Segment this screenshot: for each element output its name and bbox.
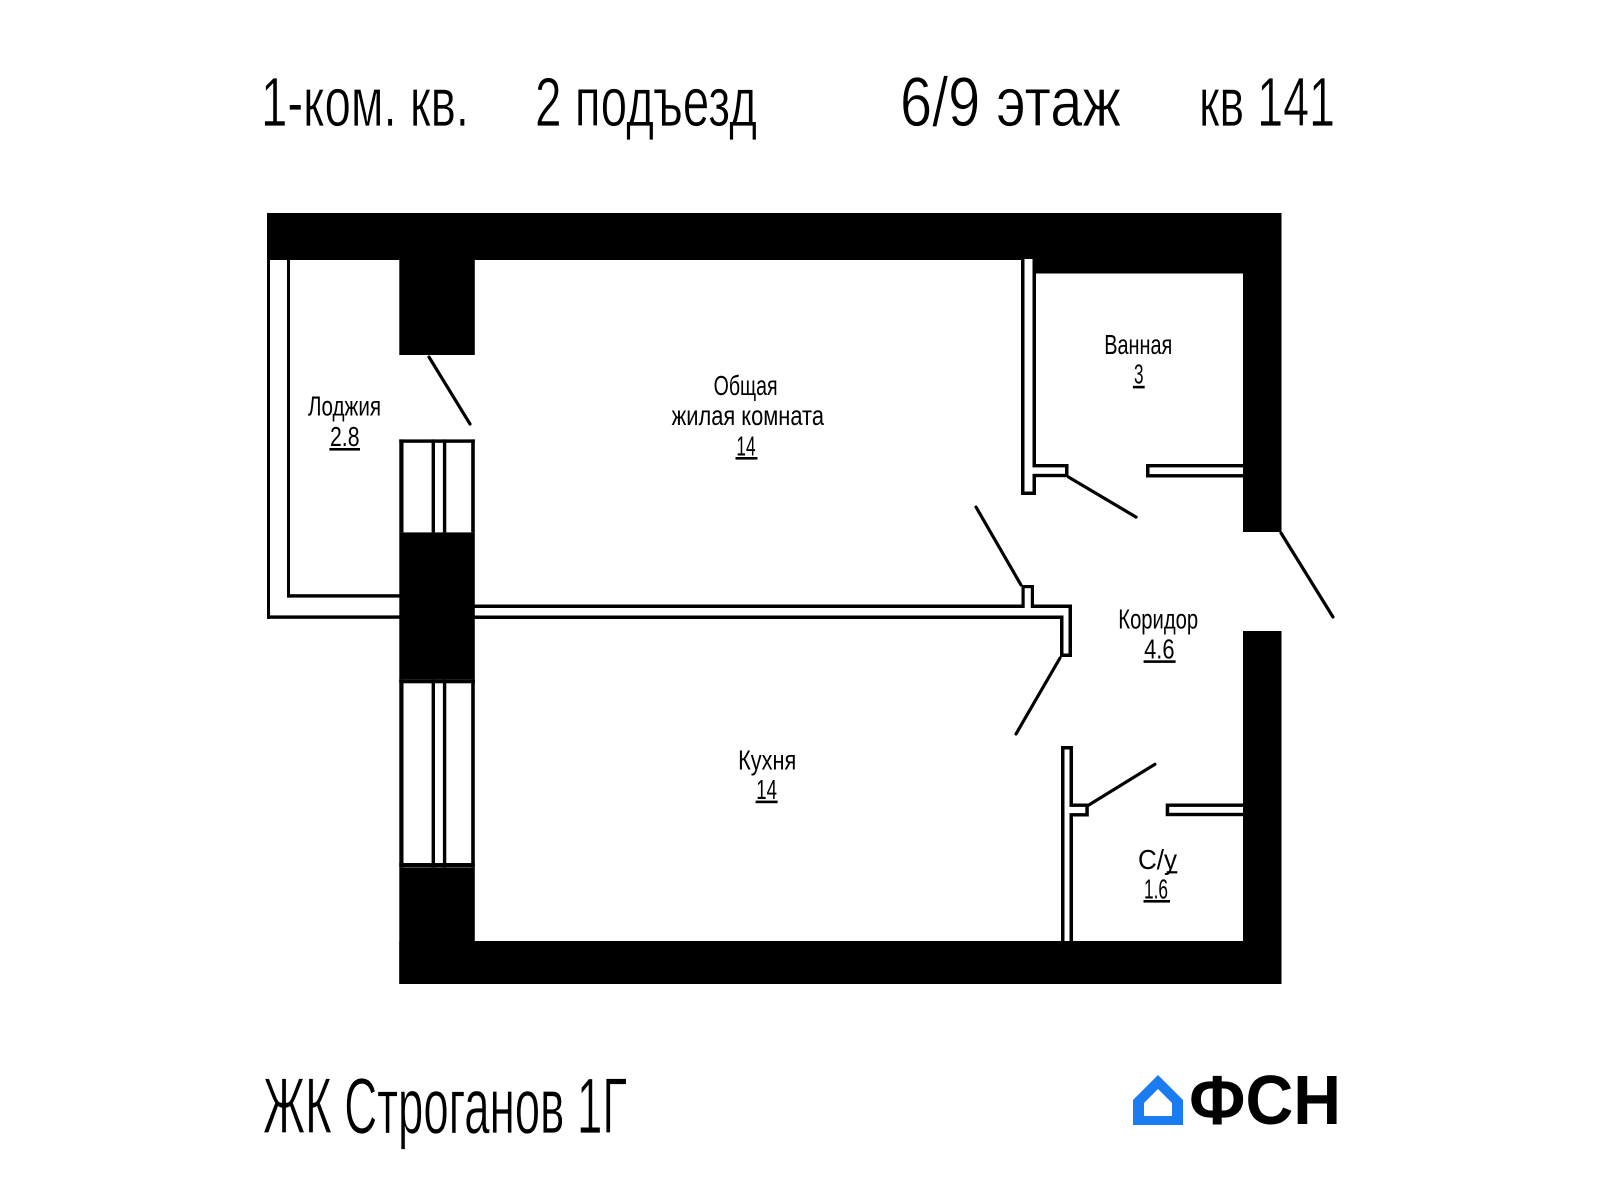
svg-text:ФСН: ФСН — [1189, 1061, 1341, 1139]
svg-text:14: 14 — [756, 774, 777, 805]
svg-text:кв 141: кв 141 — [1199, 63, 1335, 141]
svg-text:ЖК Строганов 1Г: ЖК Строганов 1Г — [263, 1061, 627, 1150]
svg-text:2.8: 2.8 — [330, 421, 360, 452]
svg-text:Кухня: Кухня — [738, 744, 796, 775]
svg-text:Общая: Общая — [714, 370, 778, 401]
svg-text:жилая комната: жилая комната — [672, 400, 825, 431]
svg-text:Ванная: Ванная — [1104, 329, 1172, 360]
svg-text:3: 3 — [1134, 359, 1144, 390]
svg-text:14: 14 — [736, 430, 755, 461]
svg-text:4.6: 4.6 — [1144, 634, 1174, 665]
svg-text:1-ком. кв.: 1-ком. кв. — [261, 63, 469, 141]
svg-text:6/9 этаж: 6/9 этаж — [900, 63, 1121, 141]
svg-text:Лоджия: Лоджия — [308, 391, 381, 422]
svg-text:1.6: 1.6 — [1144, 874, 1168, 905]
svg-text:Коридор: Коридор — [1118, 603, 1198, 634]
svg-text:2 подъезд: 2 подъезд — [535, 63, 757, 141]
svg-text:С/у: С/у — [1138, 844, 1177, 875]
